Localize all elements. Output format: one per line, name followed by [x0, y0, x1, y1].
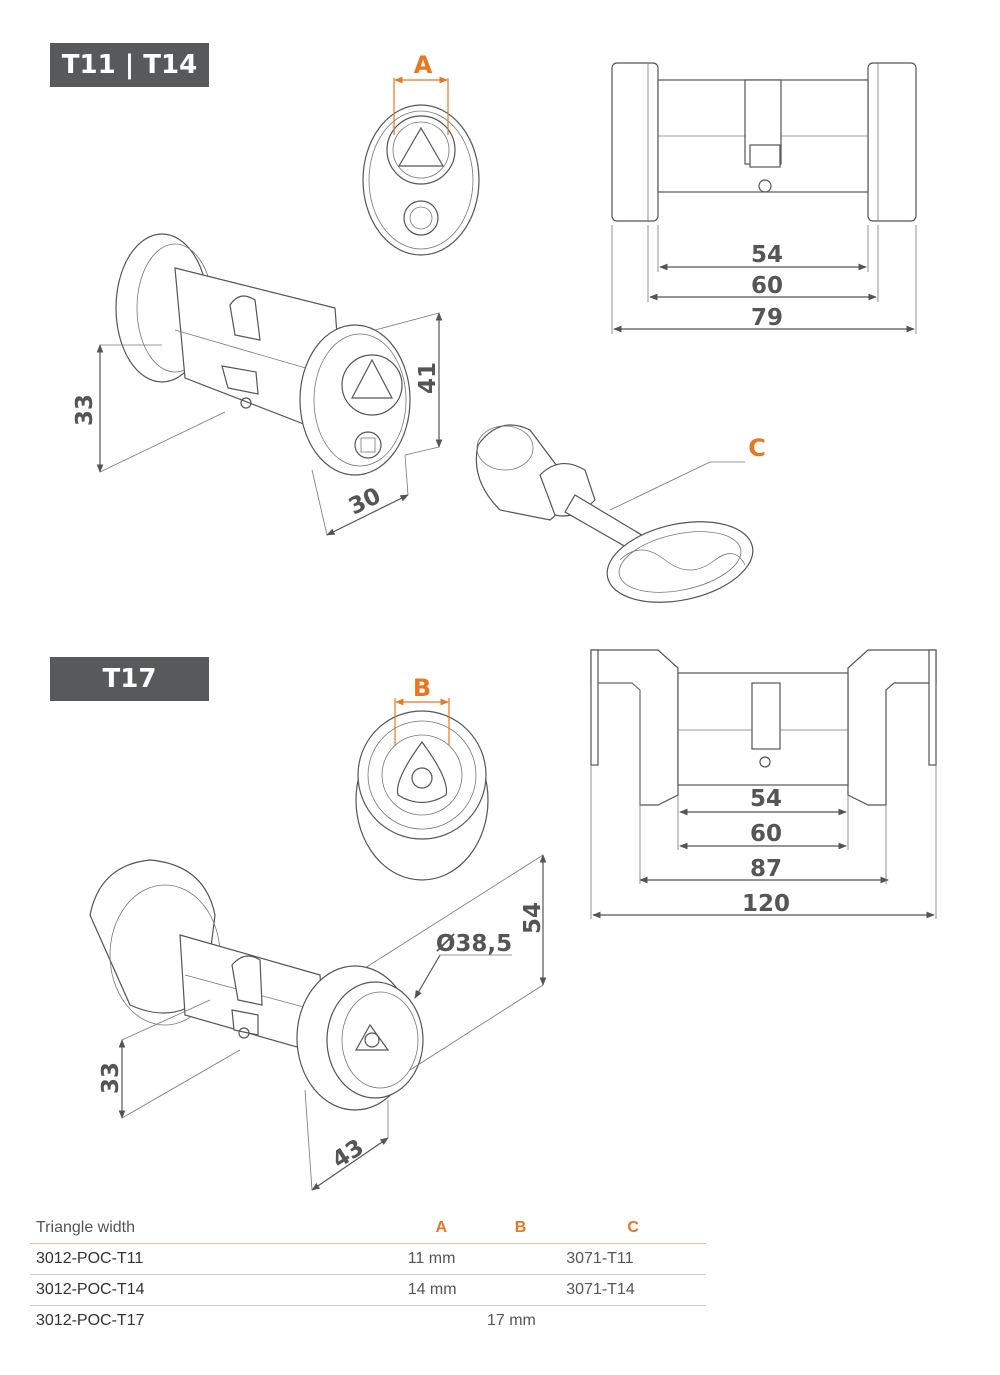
spec-table: Triangle width A B C 3012-POC-T11 11 mm …	[30, 1213, 706, 1336]
side-view-t17	[590, 649, 937, 919]
dim-top-60: 60	[751, 273, 783, 299]
dim-top-79: 79	[751, 305, 783, 331]
header-col-b: B	[514, 1219, 527, 1236]
dim-bottom-87: 87	[750, 856, 782, 882]
row-b	[481, 1275, 560, 1306]
row-a	[402, 1306, 481, 1337]
row-model: 3012-POC-T11	[36, 1250, 144, 1267]
header-triangle-width: Triangle width	[36, 1219, 136, 1236]
dim-bottom-43: 43	[328, 1135, 369, 1174]
label-b: B	[413, 674, 431, 702]
table-row: 3012-POC-T11 11 mm 3071-T11	[30, 1243, 706, 1275]
model-badge-t17: T17	[50, 657, 209, 701]
row-b: 17 mm	[486, 1312, 536, 1329]
row-a: 14 mm	[407, 1281, 457, 1298]
isometric-view-t17	[89, 854, 547, 1191]
dim-top-41: 41	[415, 362, 441, 394]
dim-bottom-54: 54	[750, 786, 782, 812]
row-a: 11 mm	[407, 1250, 456, 1267]
key-c	[475, 424, 754, 603]
dim-top-54: 54	[751, 242, 783, 268]
side-view-t11	[611, 62, 917, 334]
row-c	[560, 1306, 706, 1337]
row-model: 3012-POC-T14	[36, 1281, 145, 1298]
table-row: 3012-POC-T17 17 mm	[30, 1305, 706, 1337]
dim-top-30: 30	[345, 483, 385, 520]
header-col-a: A	[435, 1219, 448, 1236]
model-badge-t11-t14: T11 | T14	[50, 43, 209, 87]
row-model: 3012-POC-T17	[36, 1312, 145, 1329]
dim-top-33: 33	[72, 394, 98, 426]
row-c: 3071-T14	[566, 1281, 635, 1298]
table-header-row: Triangle width A B C	[30, 1213, 706, 1244]
dim-bottom-54-vertical: 54	[520, 902, 546, 934]
dim-bottom-60: 60	[750, 821, 782, 847]
row-c: 3071-T11	[566, 1250, 634, 1267]
isometric-view-t11	[96, 233, 443, 536]
label-a: A	[414, 51, 433, 79]
front-view-t11	[362, 76, 480, 256]
header-col-c: C	[627, 1219, 639, 1236]
label-c: C	[748, 434, 766, 462]
dim-bottom-diameter: Ø38,5	[436, 931, 512, 957]
dim-bottom-33: 33	[98, 1062, 124, 1094]
dim-bottom-120: 120	[742, 891, 790, 917]
table-row: 3012-POC-T14 14 mm 3071-T14	[30, 1274, 706, 1306]
row-b	[481, 1244, 560, 1275]
front-view-t17	[355, 698, 489, 881]
